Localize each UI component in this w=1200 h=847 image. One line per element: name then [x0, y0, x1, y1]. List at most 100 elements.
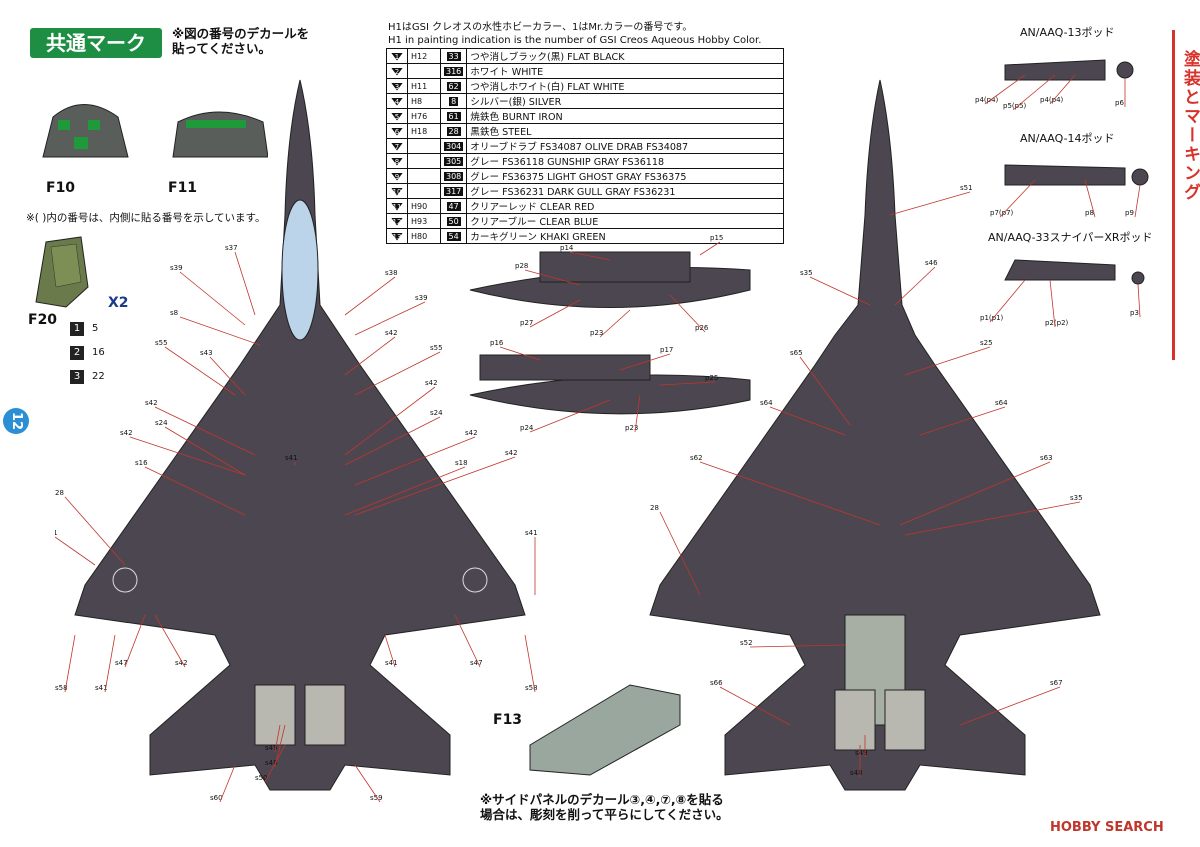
inner-number-note: ※( )内の番号は、内側に貼る番号を示しています。 [26, 212, 266, 224]
paint-cell-name: つや消しブラック(黒) FLAT BLACK [466, 48, 785, 64]
callout-line [344, 416, 441, 466]
decal-label: s58 [525, 684, 538, 692]
callout-line [894, 266, 936, 306]
callout-line [669, 294, 706, 333]
legend-line1: H1はGSI クレオスの水性ホビーカラー、1はMr.カラーの番号です。 [388, 22, 693, 33]
decal-label: p23 [625, 424, 638, 432]
paint-cell-num: 1 [386, 48, 408, 64]
decal-label: s25 [980, 339, 993, 347]
decal-label: 28 [650, 504, 659, 512]
decal-label: s42 [175, 659, 188, 667]
callout-line [1137, 283, 1141, 318]
paint-cell-num: 8 [386, 153, 408, 169]
decal-label: s18 [455, 459, 468, 467]
callout-line [1012, 74, 1056, 111]
callout-line [524, 269, 581, 286]
callout-line [659, 511, 701, 596]
decal-label: p2(p2) [1045, 319, 1069, 327]
decal-label: s47 [115, 659, 128, 667]
decal-label: s63 [1040, 454, 1053, 462]
decal-label: s55 [155, 339, 168, 347]
callout-line [179, 271, 246, 326]
f13-side-panel-figure [529, 684, 681, 776]
decal-label: s52 [740, 639, 753, 647]
decal-label: s41 [285, 454, 298, 462]
paint-cell-num: 13 [386, 228, 408, 244]
callout-line [354, 351, 441, 396]
page-number: 12 [3, 408, 29, 434]
decal-label: s24 [430, 409, 443, 417]
decal-label: s42 [385, 329, 398, 337]
header-note: ※図の番号のデカールを 貼ってください。 [172, 26, 310, 56]
callout-line [619, 353, 671, 371]
common-marks-title: 共通マーク [30, 28, 162, 58]
fuel-tanks-figure: p14p15p28p27p23p26p16p17p25p24p23 [469, 234, 751, 433]
decal-label: 28 [55, 489, 64, 497]
callout-line [799, 356, 851, 426]
f13-note: ※サイドパネルのデカール③,④,⑦,⑧を貼る 場合は、彫刻を削って平らにしてくだ… [480, 792, 729, 822]
callout-line [749, 644, 846, 648]
decal-label: p23 [590, 329, 603, 337]
decal-label: s64 [760, 399, 773, 407]
decal-label: s49 [265, 744, 278, 752]
decal-label: s42 [465, 429, 478, 437]
side-tab-text: 塗装とマーキング [1180, 50, 1200, 202]
callout-line [989, 279, 1026, 323]
callout-line [344, 276, 396, 316]
decal-label: s49 [855, 749, 868, 757]
decal-label: s39 [170, 264, 183, 272]
decal-label: p3 [1130, 309, 1139, 317]
cockpit-panels-figure [42, 104, 268, 158]
callout-line [354, 456, 516, 516]
callout-line [354, 436, 476, 486]
callout-line [984, 74, 1026, 105]
paint-cell-num: 11 [386, 198, 408, 214]
decal-label: s41 [95, 684, 108, 692]
decal-label: s47 [470, 659, 483, 667]
callout-line [344, 336, 396, 376]
decal-label: p15 [710, 234, 723, 242]
f10-label: F10 [46, 180, 76, 196]
callout-line [1134, 184, 1141, 218]
callout-line [64, 634, 76, 693]
decal-label: p14 [560, 244, 574, 252]
callout-line [634, 394, 641, 433]
decal-label: s50 [255, 774, 268, 782]
callout-line [344, 386, 436, 456]
decal-label: p25 [705, 374, 718, 382]
callout-line [154, 406, 256, 456]
callout-line [129, 436, 246, 476]
callout-line [344, 466, 466, 516]
decal-label: s51 [960, 184, 973, 192]
paint-cell-mr: 305 [439, 153, 468, 169]
decal-label: p16 [490, 339, 504, 347]
decal-label: s55 [430, 344, 443, 352]
decal-label: p4(p4) [1040, 96, 1064, 104]
callout-line [959, 686, 1061, 726]
decal-label: s41 [525, 529, 538, 537]
paint-cell-mr: 61 [439, 108, 468, 124]
callout-line [164, 346, 236, 396]
callout-line [999, 179, 1036, 218]
callout-line [234, 251, 256, 316]
decal-label: p26 [695, 324, 709, 332]
paint-cell-mr: 308 [439, 168, 468, 184]
callout-line [899, 461, 1051, 526]
decal-label: s42 [425, 379, 438, 387]
callout-line [1049, 279, 1056, 328]
decal-label: s24 [155, 419, 168, 427]
side-tab: 塗装とマーキング [1172, 30, 1200, 360]
paint-cell-name: カーキグリーン KHAKI GREEN [466, 228, 785, 244]
callout-line [354, 764, 381, 803]
callout-line [499, 346, 541, 361]
legend-line2: H1 in painting indication is the number … [388, 35, 762, 46]
decal-label: s42 [505, 449, 518, 457]
callout-line [569, 251, 611, 261]
decal-label: p5(p5) [1003, 102, 1027, 110]
